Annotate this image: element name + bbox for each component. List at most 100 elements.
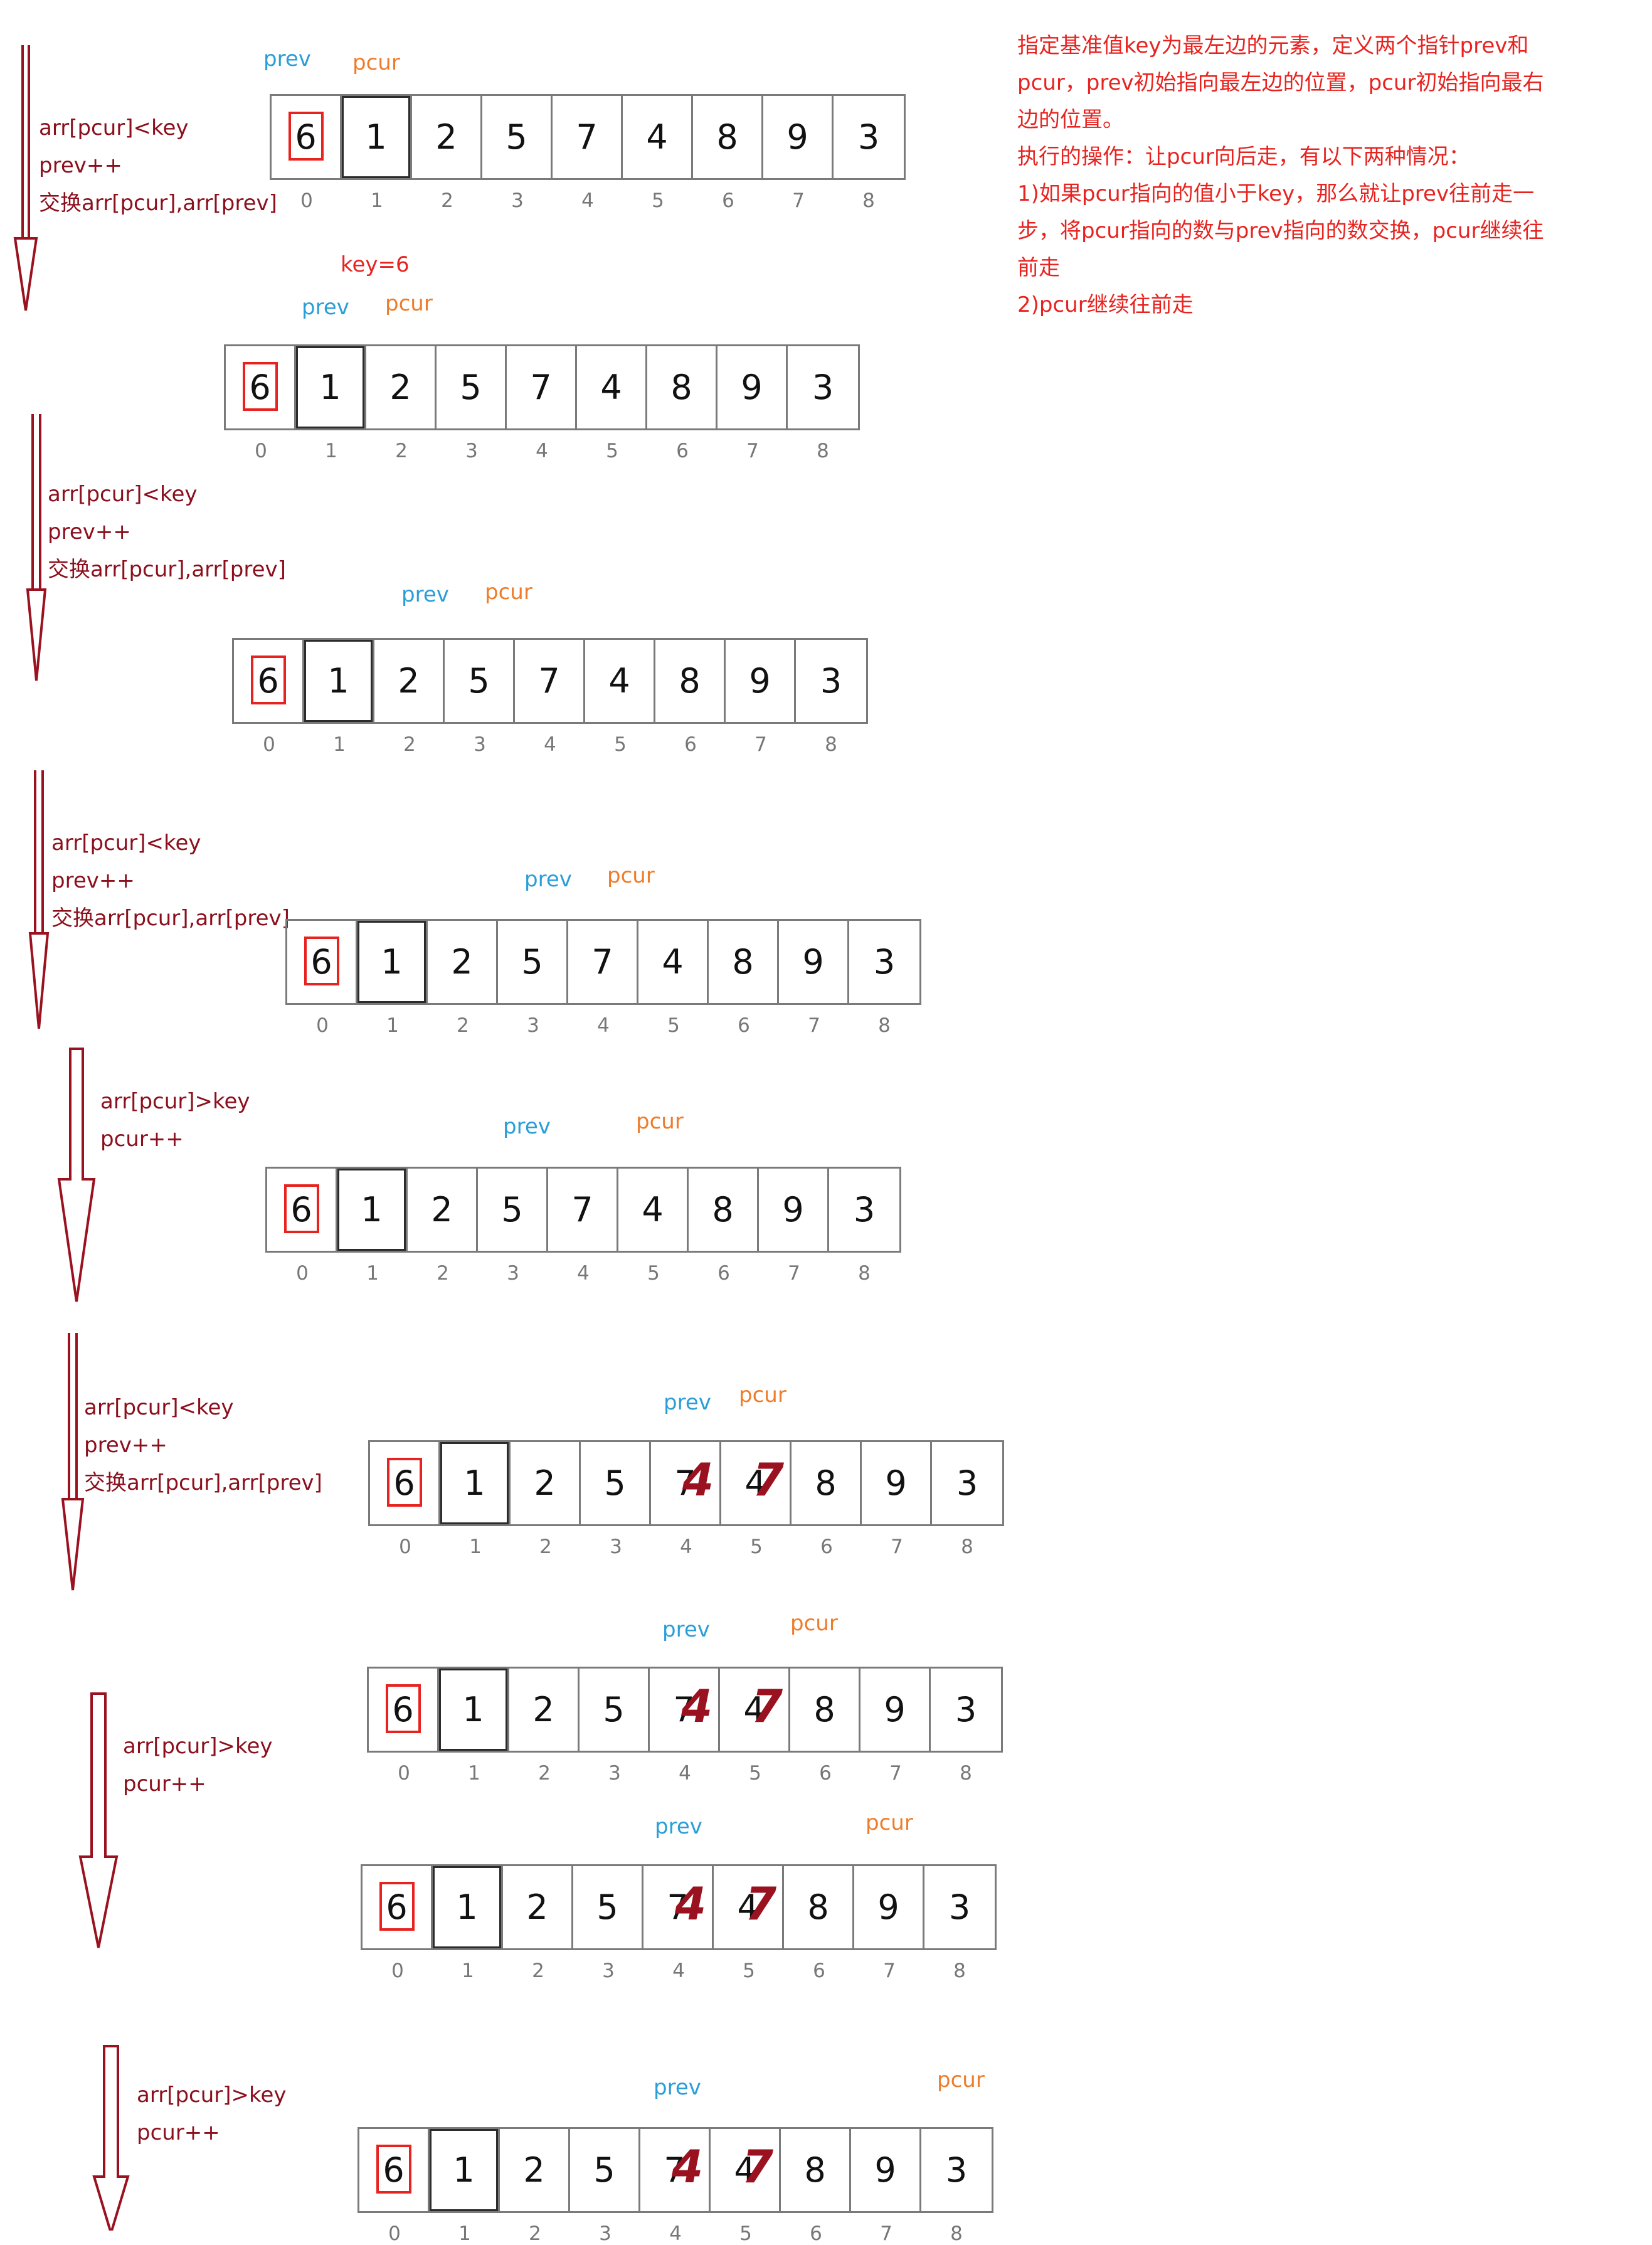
arrow-down-icon — [26, 414, 47, 681]
array-index: 0 — [300, 189, 313, 212]
array-cell: 8 — [693, 96, 763, 178]
array-index: 3 — [602, 1960, 615, 1982]
array-index: 2 — [437, 1262, 449, 1285]
array-index: 6 — [676, 440, 689, 462]
step-note: arr[pcur]>key pcur++ — [100, 1089, 250, 1152]
handwritten-swap-mark: 7 — [745, 1877, 777, 1930]
array-cell: 7 — [548, 1169, 618, 1251]
key-highlight-box — [284, 1184, 319, 1233]
key-highlight-box — [289, 112, 324, 161]
description-line: 指定基准值key为最左边的元素，定义两个指针prev和 — [1017, 33, 1529, 58]
array-cell: 2 — [511, 1442, 581, 1524]
array-index: 4 — [577, 1262, 590, 1285]
array-cell: 3 — [853, 1190, 876, 1229]
array-index: 5 — [667, 1014, 680, 1037]
array-index: 1 — [462, 1960, 474, 1982]
array-index: 0 — [391, 1960, 404, 1982]
array-cell: 2 — [503, 1866, 573, 1948]
array-cell: 2 — [412, 96, 482, 178]
handwritten-swap-mark: 4 — [672, 2140, 704, 2193]
array-cell: 5 — [498, 921, 568, 1003]
step-note: arr[pcur]<key prev++ 交换arr[pcur],arr[pre… — [51, 831, 290, 931]
prev-label: prev — [302, 295, 349, 320]
array-index: 2 — [403, 733, 416, 756]
array-index: 5 — [647, 1262, 660, 1285]
array-cell: 3 — [948, 1887, 971, 1927]
array-index: 1 — [371, 189, 383, 212]
array-cell: 1 — [342, 96, 412, 178]
array-cell: 3 — [945, 2150, 968, 2190]
key-highlight-box — [386, 1684, 421, 1733]
array-index: 7 — [755, 733, 767, 756]
array-cell: 3 — [812, 368, 834, 407]
array-cell: 7 — [553, 96, 623, 178]
array-cell: 1 — [296, 346, 366, 428]
array-cell: 6 — [370, 1442, 440, 1524]
array-index: 6 — [820, 1536, 833, 1558]
array-cell: 1 — [440, 1442, 511, 1524]
array-index: 1 — [458, 2222, 471, 2245]
array-cell: 9 — [862, 1442, 932, 1524]
prev-label: prev — [654, 2075, 701, 2100]
handwritten-swap-mark: 7 — [742, 2140, 774, 2193]
array-index: 6 — [810, 2222, 822, 2245]
array-index: 0 — [398, 1762, 410, 1785]
array-index: 1 — [469, 1536, 482, 1558]
array-cell: 9 — [854, 1866, 924, 1948]
array-cell: 9 — [759, 1169, 829, 1251]
array-index: 0 — [263, 733, 275, 756]
array-index: 0 — [388, 2222, 401, 2245]
algorithm-description: 指定基准值key为最左边的元素，定义两个指针prev和 pcur，prev初始指… — [1017, 28, 1557, 324]
array-index: 7 — [808, 1014, 820, 1037]
array-index: 6 — [684, 733, 697, 756]
array-index: 8 — [961, 1536, 973, 1558]
array-index: 6 — [813, 1960, 825, 1982]
key-highlight-box — [379, 1882, 415, 1931]
array-cell: 8 — [655, 640, 726, 722]
array-index: 8 — [817, 440, 829, 462]
array-cell: 7 — [568, 921, 638, 1003]
arrow-down-icon — [28, 770, 50, 1029]
description-line: 1)如果pcur指向的值小于key，那么就让prev往前走一 — [1017, 181, 1535, 206]
array-index: 5 — [743, 1960, 755, 1982]
array-cell: 4 — [577, 346, 647, 428]
step-note: arr[pcur]>key pcur++ — [137, 2083, 287, 2145]
array-index: 2 — [441, 189, 453, 212]
array-index: 1 — [386, 1014, 399, 1037]
array-index: 1 — [325, 440, 337, 462]
array-index: 2 — [395, 440, 408, 462]
array-index: 5 — [739, 2222, 752, 2245]
array-index: 1 — [366, 1262, 379, 1285]
array-cell: 1 — [357, 921, 428, 1003]
array-cell: 8 — [689, 1169, 759, 1251]
array-cell: 5 — [580, 1669, 650, 1751]
array-index: 3 — [507, 1262, 519, 1285]
arrow-down-icon — [61, 1333, 85, 1591]
array-index: 8 — [953, 1960, 966, 1982]
array-cell: 5 — [437, 346, 507, 428]
array-cell: 8 — [709, 921, 779, 1003]
array-cell: 8 — [781, 2129, 851, 2211]
array-index: 1 — [468, 1762, 480, 1785]
array-index: 8 — [862, 189, 875, 212]
description-line: 步，将pcur指向的数与prev指向的数交换，pcur继续往 — [1017, 218, 1544, 243]
array-cell: 9 — [726, 640, 796, 722]
prev-label: prev — [662, 1617, 710, 1642]
description-line: 边的位置。 — [1017, 107, 1124, 132]
array-index: 7 — [746, 440, 759, 462]
pcur-label: pcur — [636, 1109, 684, 1134]
arrow-down-icon — [13, 45, 38, 311]
array-cell: 6 — [272, 96, 342, 178]
key-label: key=6 — [341, 252, 410, 277]
